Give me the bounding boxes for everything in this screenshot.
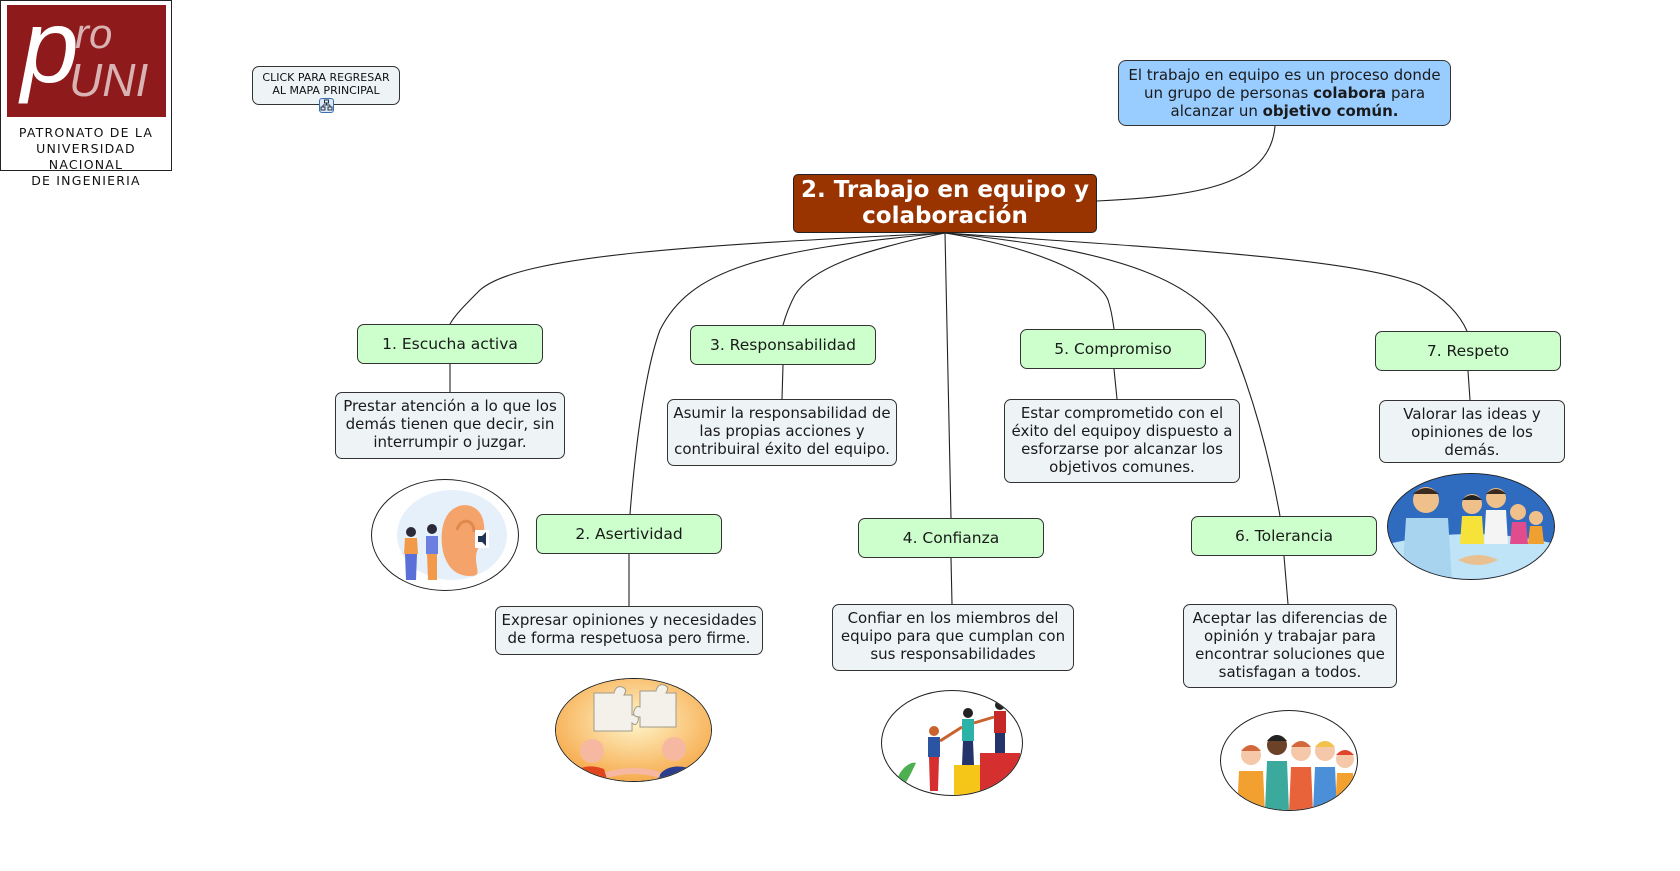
topic-confianza[interactable]: 4. Confianza — [858, 518, 1044, 558]
definition-emphasis: colabora — [1313, 84, 1387, 102]
handshake-family-illustration — [1387, 473, 1555, 580]
logo-caption-line: PATRONATO DE LA — [18, 125, 154, 140]
connector-central-topic5 — [944, 232, 1115, 330]
logo-caption: PATRONATO DE LA UNIVERSIDAD NACIONAL DE … — [1, 125, 171, 189]
diverse-group-illustration — [1220, 710, 1358, 811]
definition-text: El trabajo en equipo es un proceso donde… — [1128, 66, 1441, 102]
definition-text: para alcanzar un — [1170, 84, 1426, 120]
topic-asertividad[interactable]: 2. Asertividad — [536, 514, 722, 554]
topic-description-tolerancia[interactable]: Aceptar las diferencias de opinión y tra… — [1183, 604, 1397, 688]
logo-letters-uni: UNI — [69, 54, 149, 106]
handshake-family-illustration-art — [1388, 474, 1554, 579]
topic-description-responsabilidad[interactable]: Asumir la responsabilidad de las propias… — [667, 399, 897, 466]
logo-caption-line: DE INGENIERIA — [31, 173, 141, 188]
topic-description-compromiso[interactable]: Estar comprometido con el éxito del equi… — [1004, 399, 1240, 483]
topic-tolerancia[interactable]: 6. Tolerancia — [1191, 516, 1377, 556]
connector-topic4-desc — [950, 557, 953, 605]
topic-escucha-activa[interactable]: 1. Escucha activa — [357, 324, 543, 364]
connector-topic3-desc — [781, 364, 784, 400]
topic-description-respeto[interactable]: Valorar las ideas y opiniones de los dem… — [1379, 400, 1565, 463]
helping-climb-illustration — [881, 690, 1023, 796]
connector-central-definition — [1096, 125, 1276, 202]
logo-brand-block — [7, 5, 166, 117]
central-topic[interactable]: 2. Trabajo en equipo y colaboración — [793, 174, 1097, 233]
puzzle-conversation-illustration-art — [556, 679, 711, 781]
connector-central-topic1 — [449, 232, 946, 325]
logo-caption-line: UNIVERSIDAD NACIONAL — [36, 141, 136, 172]
helping-climb-illustration-art — [896, 700, 1020, 795]
connector-central-topic2 — [629, 232, 946, 515]
topic-compromiso[interactable]: 5. Compromiso — [1020, 329, 1206, 369]
puzzle-conversation-illustration — [555, 678, 712, 782]
connector-topic6-desc — [1283, 555, 1289, 605]
diverse-group-illustration-art — [1237, 735, 1355, 810]
connector-topic5-desc — [1113, 368, 1118, 400]
connector-central-topic7 — [944, 232, 1468, 332]
active-listening-illustration-art — [397, 490, 507, 580]
connector-central-topic4 — [944, 232, 952, 519]
logo-letters-ro: ro — [75, 10, 113, 57]
active-listening-illustration — [371, 479, 519, 591]
back-to-main-map-button[interactable]: CLICK PARA REGRESAR AL MAPA PRINCIPAL — [252, 66, 400, 113]
topic-responsabilidad[interactable]: 3. Responsabilidad — [690, 325, 876, 365]
definition-callout[interactable]: El trabajo en equipo es un proceso donde… — [1118, 60, 1451, 126]
definition-emphasis: objetivo común. — [1262, 102, 1399, 120]
mindmap-link-icon-glyph — [320, 99, 333, 111]
topic-respeto[interactable]: 7. Respeto — [1375, 331, 1561, 371]
logo-letter-p: p — [21, 0, 79, 105]
prouni-logo: p ro UNI PATRONATO DE LA UNIVERSIDAD NAC… — [0, 0, 172, 188]
topic-description-confianza[interactable]: Confiar en los miembros del equipo para … — [832, 604, 1074, 671]
back-button-label-line1: CLICK PARA REGRESAR — [262, 71, 390, 84]
topic-description-escucha-activa[interactable]: Prestar atención a lo que los demás tien… — [335, 392, 565, 459]
connector-topic7-desc — [1467, 370, 1471, 401]
connector-central-topic3 — [782, 232, 946, 326]
back-button-label-line2: AL MAPA PRINCIPAL — [272, 84, 380, 97]
topic-description-asertividad[interactable]: Expresar opiniones y necesidades de form… — [495, 606, 763, 655]
mindmap-link-icon[interactable] — [319, 98, 334, 113]
